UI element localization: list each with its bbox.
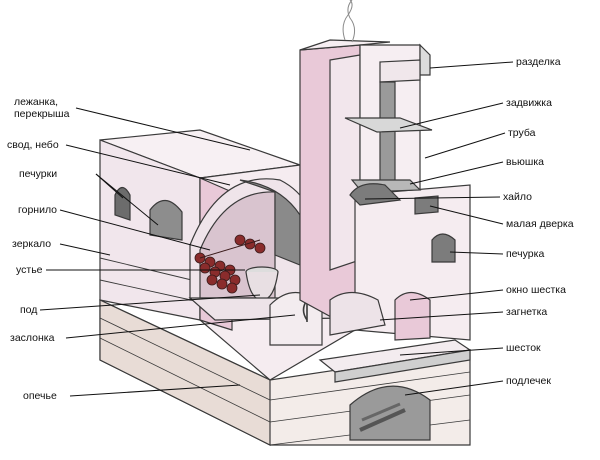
label-truba: труба bbox=[508, 127, 536, 139]
label-khaylo: хайло bbox=[503, 191, 532, 203]
pechurka-right bbox=[431, 233, 456, 263]
podlechek-arch bbox=[349, 385, 431, 441]
label-razdelka: разделка bbox=[516, 56, 561, 68]
label-vyushka: вьюшка bbox=[506, 156, 545, 168]
pechurka-left bbox=[114, 186, 183, 241]
label-gornilo: горнило bbox=[18, 204, 58, 216]
label-malaya-dverka: малая дверка bbox=[506, 218, 574, 230]
label-pod: под bbox=[20, 304, 38, 316]
zaslonka-door bbox=[269, 292, 323, 346]
label-shestok: шесток bbox=[506, 342, 541, 354]
label-zerkalo: зеркало bbox=[12, 238, 52, 250]
okno-shestka bbox=[329, 291, 431, 341]
leader-lines bbox=[39, 61, 514, 397]
label-pechurki: печурки bbox=[19, 168, 58, 180]
label-svod: свод, небо bbox=[7, 139, 59, 151]
label-pechurka: печурка bbox=[506, 248, 545, 260]
label-ustie: устье bbox=[16, 264, 43, 276]
label-zadvizhka: задвижка bbox=[506, 97, 552, 109]
smoke bbox=[342, 0, 356, 43]
chimney-column bbox=[299, 39, 471, 341]
label-opeche: опечье bbox=[23, 390, 57, 402]
label-zaslonka: заслонка bbox=[10, 332, 55, 344]
pot bbox=[245, 266, 279, 301]
label-podlechek: подлечек bbox=[506, 375, 551, 387]
label-zagnetka: загнетка bbox=[506, 306, 548, 318]
label-okno-shestka: окно шестка bbox=[506, 284, 566, 296]
label-lezhanka: лежанка, перекрыша bbox=[14, 96, 70, 120]
